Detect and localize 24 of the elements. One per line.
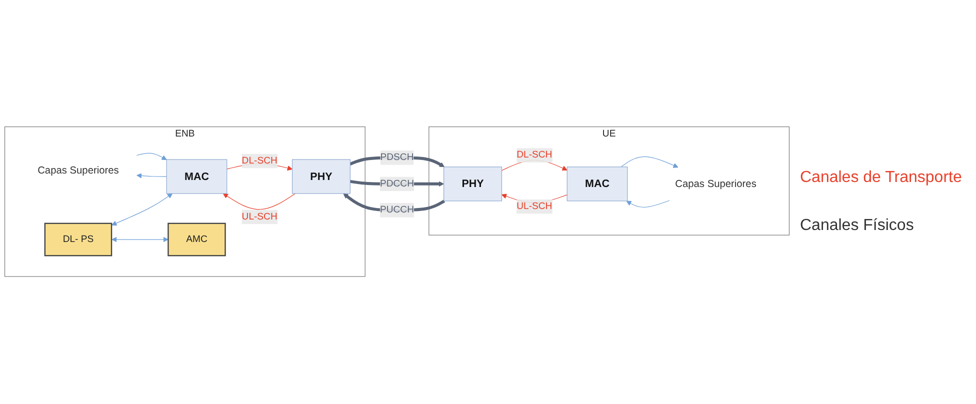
edge-label: UL-SCH [242, 212, 278, 222]
node-text: Capas Superiores [38, 165, 119, 176]
arrow [620, 156, 678, 168]
edge-label: DL-SCH [242, 156, 278, 166]
arrow [112, 237, 168, 242]
arrow [136, 153, 167, 160]
node-text: Capas Superiores [675, 178, 756, 190]
node-box: MAC [566, 166, 628, 202]
arrow [222, 194, 296, 210]
node-box: PHY [292, 160, 350, 194]
arrow [112, 194, 173, 226]
node-box: PHY [444, 166, 502, 202]
note-text: Canales de Transporte [800, 169, 963, 187]
arrow [136, 173, 167, 179]
note-text: Canales Físicos [800, 217, 915, 235]
edge-label: DL-SCH [516, 150, 552, 160]
edge-label: PDCCH [380, 178, 414, 190]
edge-label: PUCCH [380, 205, 414, 216]
edge-label: PDSCH [380, 152, 414, 163]
arrow [626, 200, 670, 208]
node-box: DL- PS [44, 223, 112, 257]
node-box: MAC [166, 160, 228, 194]
edge-label: UL-SCH [516, 202, 552, 212]
node-box: AMC [168, 223, 226, 257]
